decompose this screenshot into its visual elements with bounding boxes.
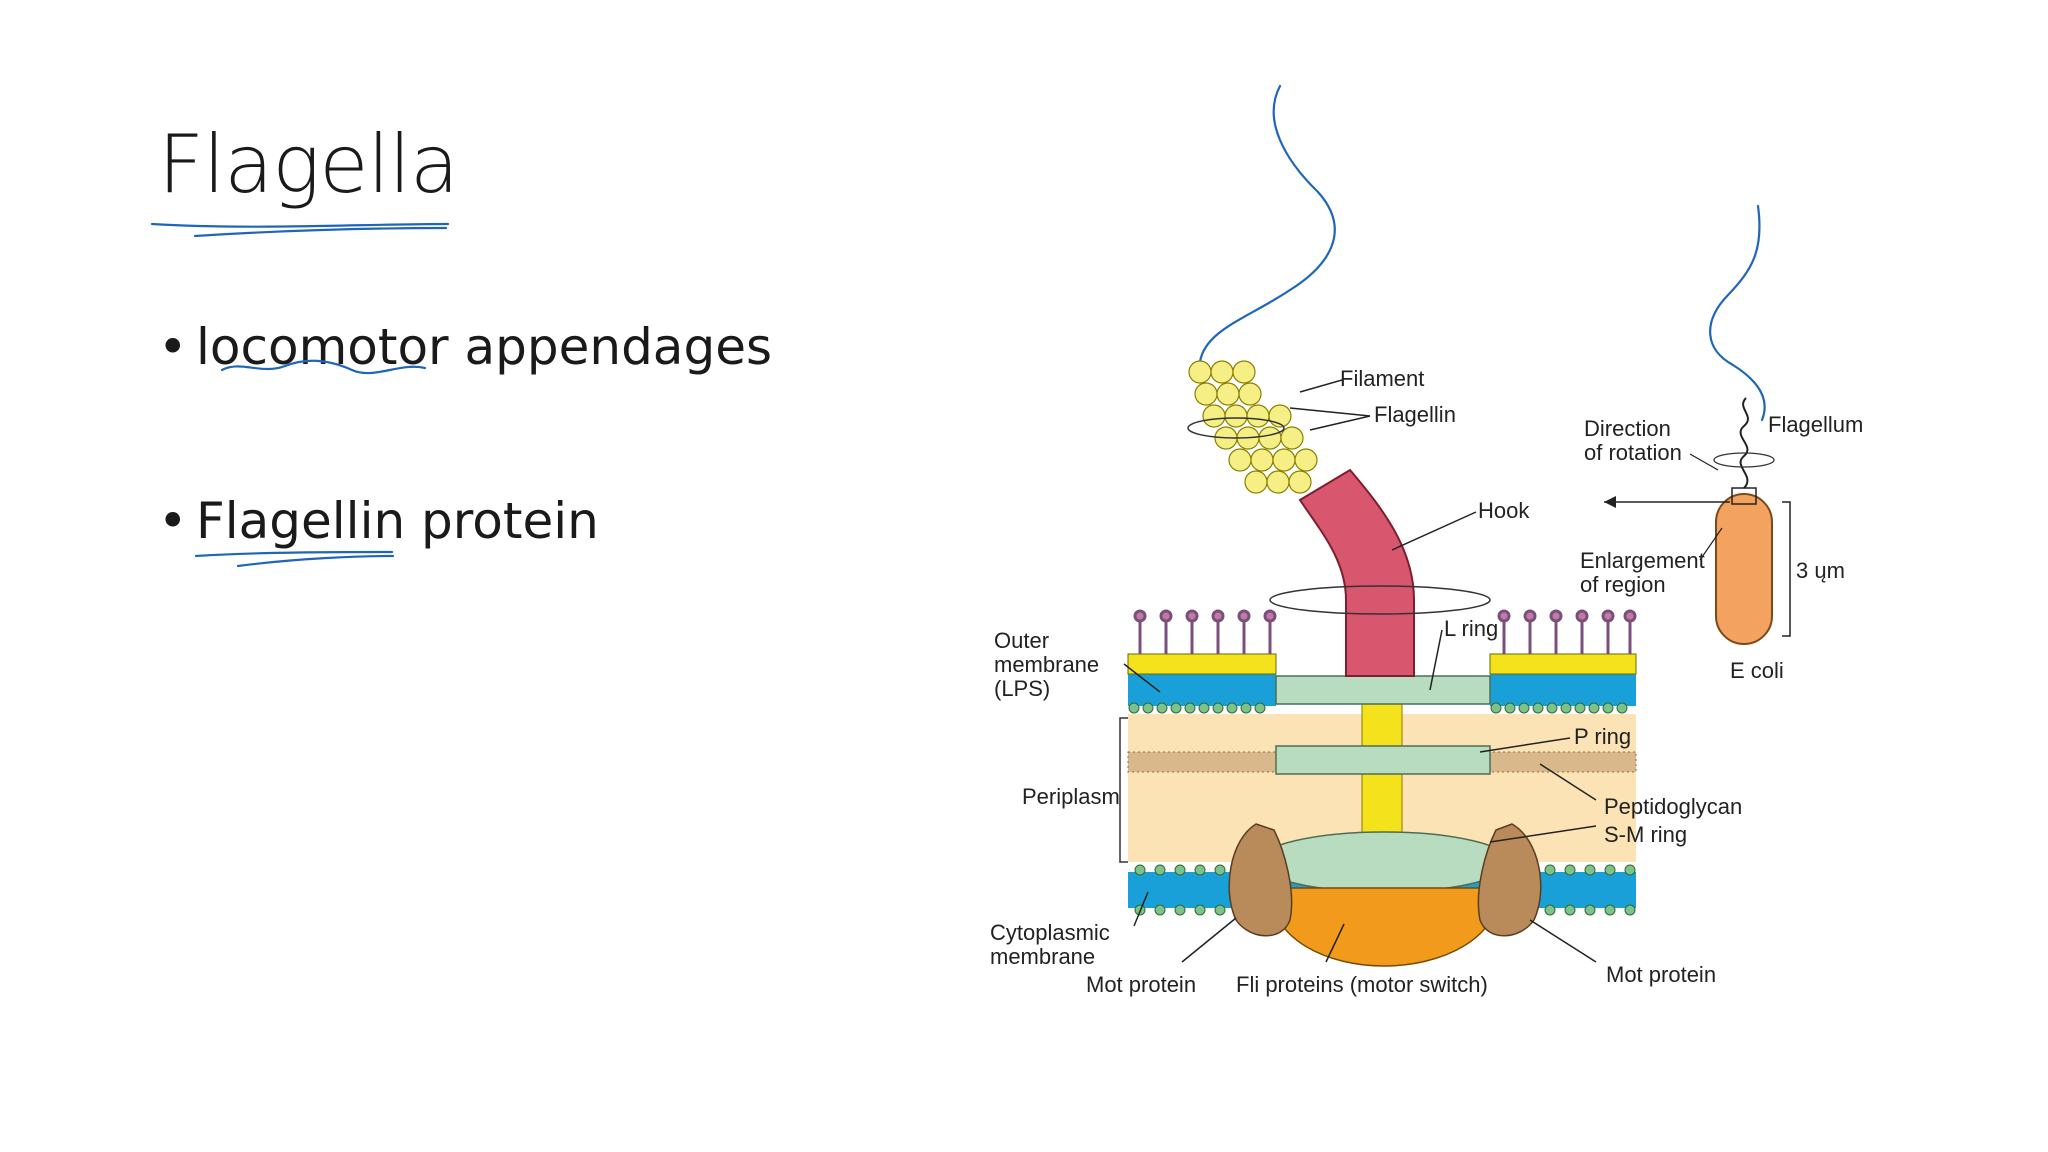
l-ring: [1275, 675, 1491, 705]
fli-proteins: [1269, 887, 1501, 967]
ecoli-cell: [1715, 493, 1773, 645]
label-direction: of rotation: [1584, 440, 1682, 465]
label-sm-ring: S-M ring: [1604, 822, 1687, 847]
locomotor-underline: [220, 359, 427, 375]
sm-ring: [1257, 831, 1511, 893]
label-fli-proteins: Fli proteins (motor switch): [1236, 972, 1488, 997]
label-cytoplasmic-membrane: membrane: [990, 944, 1095, 969]
label-l-ring: L ring: [1444, 616, 1498, 641]
mot-protein-left: [1228, 823, 1293, 937]
label-outer-membrane: (LPS): [994, 676, 1050, 701]
p-ring: [1275, 745, 1491, 775]
bullet-dot: •: [158, 492, 188, 550]
bullet-text: locomotor appendages: [196, 318, 773, 376]
label-cytoplasmic-membrane: Cytoplasmic: [990, 920, 1110, 945]
label-organism: E coli: [1730, 658, 1784, 683]
label-filament: Filament: [1340, 366, 1424, 391]
label-outer-membrane: Outer: [994, 628, 1049, 653]
label-enlargement: Enlargement: [1580, 548, 1705, 573]
label-flagellin: Flagellin: [1374, 402, 1456, 427]
label-enlargement: of region: [1580, 572, 1666, 597]
bullet-item: •locomotor appendages: [158, 318, 772, 376]
ecoli-flagellum: [1739, 397, 1749, 489]
title-underline: [150, 222, 450, 238]
arrow-head: [1604, 496, 1616, 508]
rod: [1361, 699, 1403, 851]
periplasm-bracket: [1119, 717, 1128, 863]
label-hook: Hook: [1478, 498, 1530, 523]
size-bracket: [1782, 501, 1791, 637]
label-periplasm: Periplasm: [1022, 784, 1120, 809]
label-peptidoglycan: Peptidoglycan: [1604, 794, 1742, 819]
label-p-ring: P ring: [1574, 724, 1631, 749]
hook: [1298, 468, 1415, 677]
label-mot-protein-right: Mot protein: [1606, 962, 1716, 987]
bullet-item: •Flagellin protein: [158, 492, 599, 550]
leader-lines: [1123, 379, 1597, 963]
mot-protein-right: [1477, 823, 1542, 937]
outer-membrane: [1127, 609, 1637, 714]
flagellin-underline: [194, 550, 395, 568]
label-mot-protein-left: Mot protein: [1086, 972, 1196, 997]
label-outer-membrane: membrane: [994, 652, 1099, 677]
rotation-arrow-filament: [1187, 417, 1285, 439]
ecoli-inset: [1604, 397, 1791, 645]
label-flagellum: Flagellum: [1768, 412, 1863, 437]
rotation-arrow-small: [1713, 452, 1775, 468]
label-size: 3 ųm: [1796, 558, 1845, 583]
bullet-text: Flagellin protein: [196, 492, 599, 550]
slide-title: Flagella: [158, 118, 459, 211]
bullet-dot: •: [158, 318, 188, 376]
flagellum-squiggle-small: [1709, 204, 1766, 422]
rotation-arrow: [1269, 585, 1491, 615]
label-direction: Direction: [1584, 416, 1671, 441]
filament: [1188, 360, 1318, 494]
flagellum-squiggle-big: [1198, 84, 1336, 364]
